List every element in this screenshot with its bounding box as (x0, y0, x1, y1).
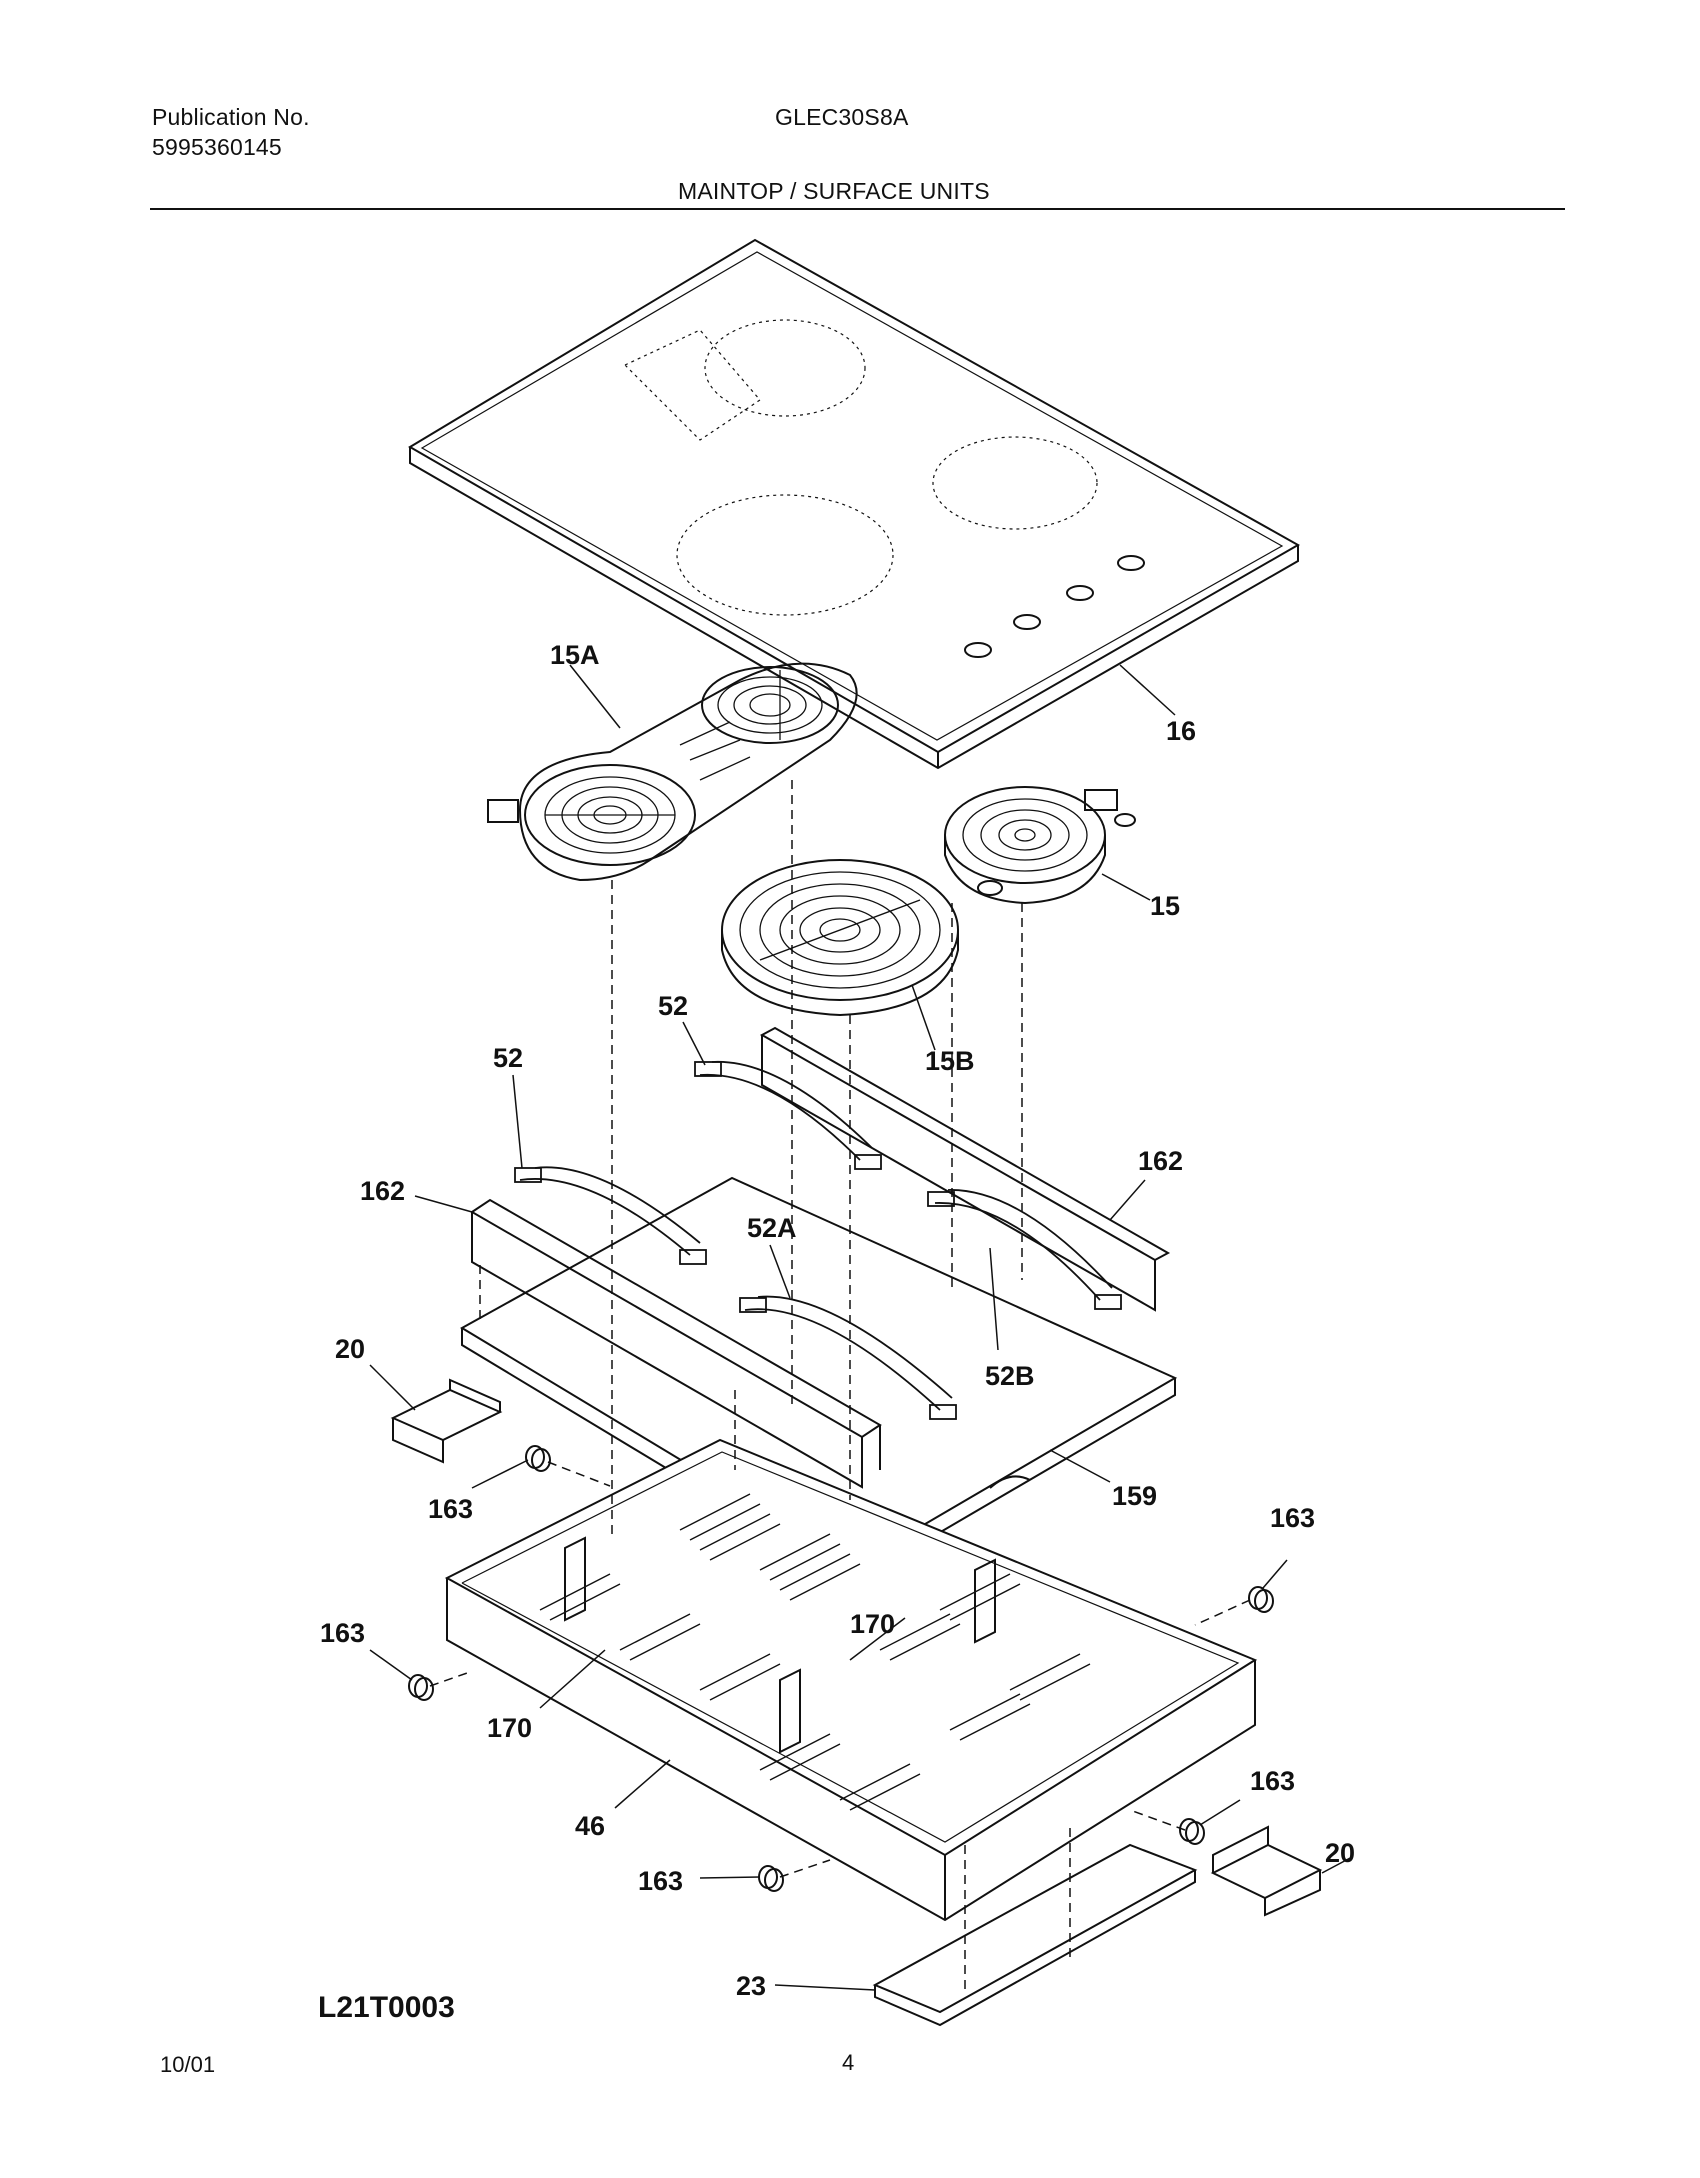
burner-box (444, 1438, 1258, 1922)
callout-20-left: 20 (335, 1334, 365, 1364)
publication-label: Publication No. (152, 104, 310, 130)
publication-number: 5995360145 (152, 134, 282, 160)
straps (514, 1061, 1122, 1420)
callout-15A: 15A (550, 640, 600, 670)
callout-163-b: 163 (1270, 1503, 1315, 1533)
right-bracket (759, 1026, 1171, 1312)
bridge-element (487, 662, 858, 882)
callout-20-right: 20 (1325, 1838, 1355, 1868)
header-rule (150, 208, 1565, 210)
callout-52B: 52B (985, 1361, 1035, 1391)
callout-52A: 52A (747, 1213, 797, 1243)
callout-52-upper: 52 (658, 991, 688, 1021)
callout-23: 23 (736, 1971, 766, 2001)
large-element (721, 859, 959, 1017)
footer-date: 10/01 (160, 2052, 216, 2077)
left-bracket (470, 1198, 882, 1489)
section-title: MAINTOP / SURFACE UNITS (678, 178, 990, 204)
callout-170-left: 170 (487, 1713, 532, 1743)
maintop-glass (408, 238, 1301, 770)
callout-162-right: 162 (1138, 1146, 1183, 1176)
mount-bracket-left (390, 1378, 503, 1464)
callout-162-left: 162 (360, 1176, 405, 1206)
callout-15: 15 (1150, 891, 1180, 921)
callout-170-right: 170 (850, 1609, 895, 1639)
callout-52-left: 52 (493, 1043, 523, 1073)
callout-46: 46 (575, 1811, 605, 1841)
alignment-lines (429, 780, 1251, 1990)
callout-163-d: 163 (1250, 1766, 1295, 1796)
small-element (944, 786, 1136, 905)
callout-15B: 15B (925, 1046, 975, 1076)
callout-163-e: 163 (638, 1866, 683, 1896)
mount-bracket-right (1210, 1825, 1323, 1917)
model-number: GLEC30S8A (775, 104, 909, 130)
figure-id: L21T0003 (318, 1991, 455, 2024)
page-number: 4 (842, 2050, 855, 2075)
leader-lines (369, 664, 1353, 1991)
callout-159: 159 (1112, 1481, 1157, 1511)
callout-163-c: 163 (320, 1618, 365, 1648)
callout-16: 16 (1166, 716, 1196, 746)
bottom-plate (872, 1843, 1198, 2027)
callout-163-a: 163 (428, 1494, 473, 1524)
